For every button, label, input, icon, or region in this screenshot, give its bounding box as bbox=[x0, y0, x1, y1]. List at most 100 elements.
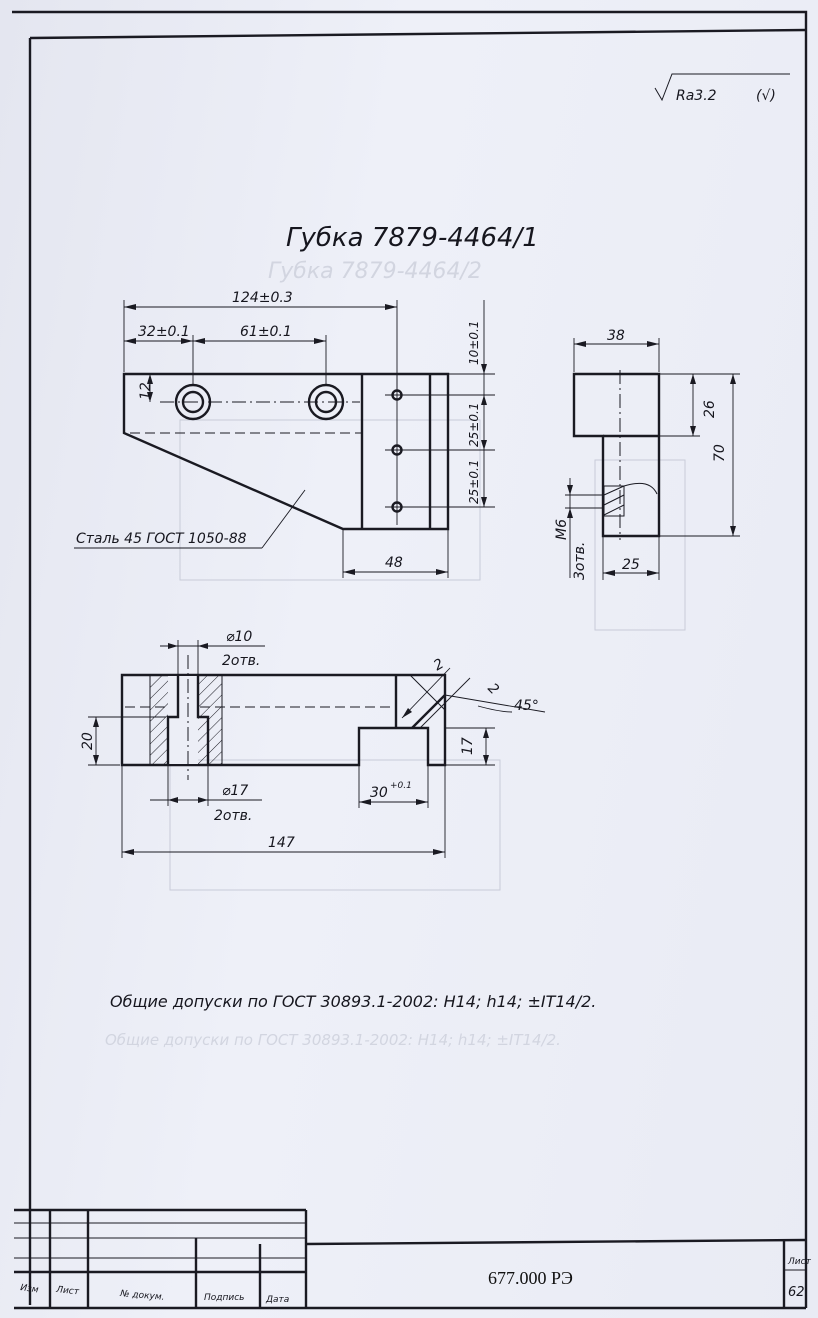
dim-30-tol: +0.1 bbox=[390, 781, 412, 791]
chamfer-2-b: 2 bbox=[484, 680, 502, 698]
tb-izm: Изм bbox=[20, 1283, 40, 1295]
roughness-symbol: Ra3.2 (√) bbox=[654, 73, 790, 104]
dim-26: 26 bbox=[702, 400, 718, 418]
tb-date: Дата bbox=[265, 1295, 289, 1305]
front-dimensions: 124±0.3 32±0.1 61±0.1 12 10±0.1 25±0.1 2… bbox=[74, 290, 495, 578]
dim-12: 12 bbox=[138, 382, 154, 400]
arrow bbox=[730, 526, 736, 536]
arrow bbox=[93, 717, 99, 727]
angle-45: 45° bbox=[514, 698, 539, 714]
ghost-tolerances: Общие допуски по ГОСТ 30893.1-2002: Н14;… bbox=[105, 1031, 561, 1049]
dim-17: 17 bbox=[460, 737, 476, 755]
dim-30: 30 bbox=[370, 785, 388, 801]
dim-dia10-count: 2отв. bbox=[222, 653, 260, 669]
section-view bbox=[120, 655, 447, 780]
arrow bbox=[181, 338, 193, 344]
ghost-rect-2 bbox=[169, 759, 501, 891]
arrow bbox=[690, 426, 696, 436]
arrow bbox=[93, 755, 99, 765]
arrow bbox=[647, 570, 659, 576]
chamfer-leader-b bbox=[419, 677, 471, 729]
front-outline bbox=[122, 372, 450, 531]
hole-2-inner bbox=[314, 390, 338, 414]
arrow bbox=[483, 755, 489, 765]
arrow bbox=[481, 440, 487, 450]
front-view bbox=[122, 372, 450, 531]
arrow bbox=[416, 799, 428, 805]
dim-32: 32±0.1 bbox=[138, 324, 190, 340]
hole-1-inner bbox=[181, 390, 205, 414]
arrow bbox=[147, 392, 153, 402]
break-line bbox=[623, 482, 658, 495]
dim-dia17-count: 2отв. bbox=[214, 808, 252, 824]
dim-dia10: ⌀10 bbox=[226, 629, 252, 645]
general-tolerances-note: Общие допуски по ГОСТ 30893.1-2002: Н14;… bbox=[110, 992, 596, 1011]
bore-void bbox=[168, 676, 198, 764]
roughness-suffix: (√) bbox=[756, 88, 776, 104]
arrow bbox=[730, 374, 736, 384]
title-block: Изм Лист № докум. Подпись Дата 677.000 Р… bbox=[14, 1208, 812, 1310]
dim-38: 38 bbox=[607, 328, 625, 344]
frame-top bbox=[29, 28, 807, 40]
part-title: Губка 7879-4464/1 bbox=[286, 223, 539, 253]
bore-edges bbox=[166, 675, 210, 765]
dim-25-b: 25±0.1 bbox=[467, 460, 481, 504]
chamfer-leader-a bbox=[401, 667, 451, 719]
arrow bbox=[567, 508, 573, 518]
tb-sign: Подпись bbox=[204, 1293, 244, 1303]
chamfer-lines bbox=[394, 675, 446, 729]
arrow bbox=[122, 849, 134, 855]
thread-hatch bbox=[603, 485, 625, 516]
tb-sheet-label: Лист bbox=[787, 1257, 812, 1267]
arrow bbox=[198, 797, 208, 803]
angle-arc bbox=[477, 705, 513, 713]
section-dimensions: ⌀10 2отв. ⌀17 2отв. 20 147 30 +0.1 17 bbox=[80, 629, 546, 858]
arrow bbox=[567, 485, 573, 495]
arrow bbox=[433, 849, 445, 855]
arrow bbox=[168, 797, 178, 803]
chamfer-2-a: 2 bbox=[431, 656, 447, 674]
roughness-check-icon bbox=[654, 73, 790, 102]
hatch-right bbox=[198, 676, 222, 764]
dim-dia17: ⌀17 bbox=[222, 783, 248, 799]
arrow bbox=[168, 643, 178, 649]
arrow bbox=[124, 304, 136, 310]
tb-doc-number: 677.000 РЭ bbox=[488, 1268, 573, 1288]
dim-10: 10±0.1 bbox=[467, 321, 481, 365]
arrow bbox=[314, 338, 326, 344]
dim-70: 70 bbox=[712, 444, 728, 462]
side-dimensions: 38 26 70 25 М6 3отв. bbox=[554, 328, 740, 580]
arrow bbox=[603, 570, 615, 576]
ghost-title: Губка 7879-4464/2 bbox=[268, 259, 482, 284]
arrow bbox=[483, 728, 489, 738]
side-outline bbox=[572, 372, 661, 538]
arrow bbox=[436, 569, 448, 575]
dim-25-a: 25±0.1 bbox=[467, 403, 481, 447]
roughness-value: Ra3.2 bbox=[676, 88, 717, 104]
dim-m6: М6 bbox=[554, 519, 570, 540]
angle-leader bbox=[444, 694, 546, 713]
arrow bbox=[481, 395, 487, 405]
chamfer-line-2 bbox=[409, 674, 446, 711]
material-leader bbox=[261, 489, 306, 549]
ghost-bleed-through: Губка 7879-4464/2 Общие допуски по ГОСТ … bbox=[105, 259, 686, 1049]
tb-top-right bbox=[305, 1238, 807, 1246]
arrow bbox=[481, 497, 487, 507]
dim-20: 20 bbox=[80, 732, 96, 750]
ghost-rect-3 bbox=[594, 459, 686, 631]
dim-m6-count: 3отв. bbox=[572, 542, 588, 580]
dim-61: 61±0.1 bbox=[240, 324, 292, 340]
arrow bbox=[147, 374, 153, 384]
material-label: Сталь 45 ГОСТ 1050-88 bbox=[76, 531, 247, 547]
arrow bbox=[574, 341, 586, 347]
dim-147: 147 bbox=[268, 835, 295, 851]
tb-doc: № докум. bbox=[119, 1289, 165, 1303]
frame-top-right bbox=[12, 10, 808, 1308]
arrow bbox=[124, 338, 136, 344]
arrow bbox=[343, 569, 355, 575]
dim-48: 48 bbox=[385, 555, 403, 571]
side-view bbox=[572, 370, 661, 540]
tb-sheet-number: 62 bbox=[788, 1285, 805, 1300]
